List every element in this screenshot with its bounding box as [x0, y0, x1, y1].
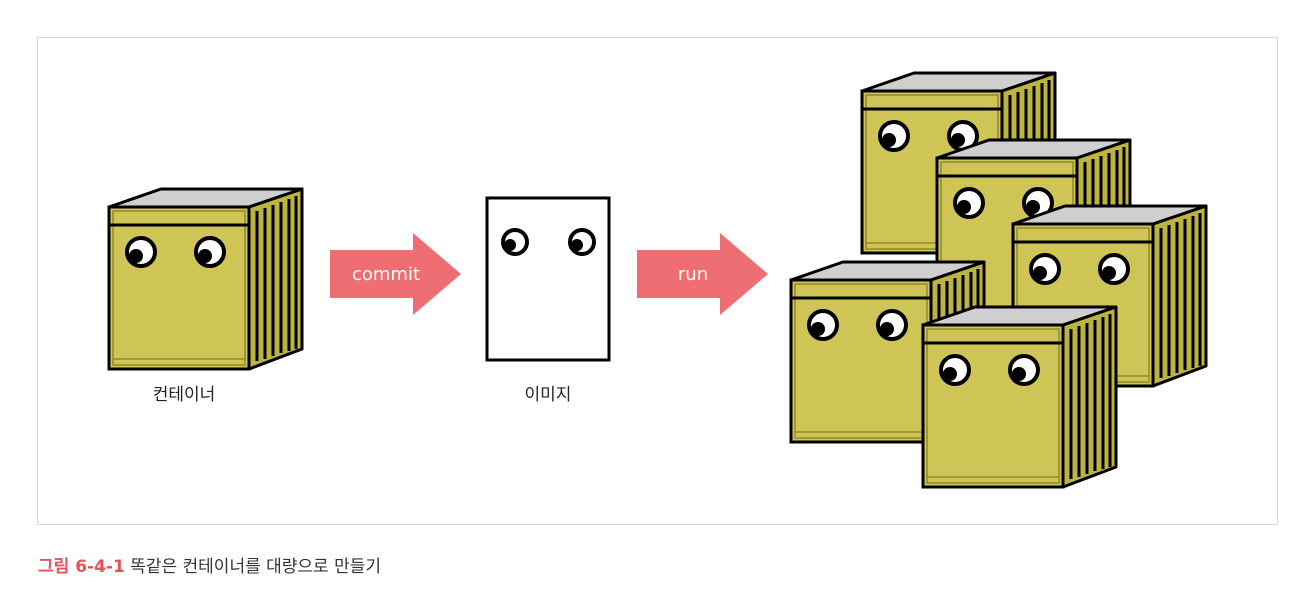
commit-arrow: commit — [330, 233, 461, 315]
container-copy-5 — [921, 305, 1118, 489]
source-container — [107, 187, 304, 371]
image-box — [485, 196, 611, 362]
run-arrow-label: run — [678, 264, 708, 285]
figure-caption: 그림 6-4-1 똑같은 컨테이너를 대량으로 만들기 — [38, 552, 381, 577]
commit-arrow-label: commit — [352, 264, 420, 285]
image-label: 이미지 — [525, 385, 572, 405]
figure-caption-text: 똑같은 컨테이너를 대량으로 만들기 — [130, 557, 382, 577]
container-label: 컨테이너 — [153, 385, 216, 405]
run-arrow: run — [637, 233, 768, 315]
figure-number: 그림 6-4-1 — [38, 557, 125, 577]
